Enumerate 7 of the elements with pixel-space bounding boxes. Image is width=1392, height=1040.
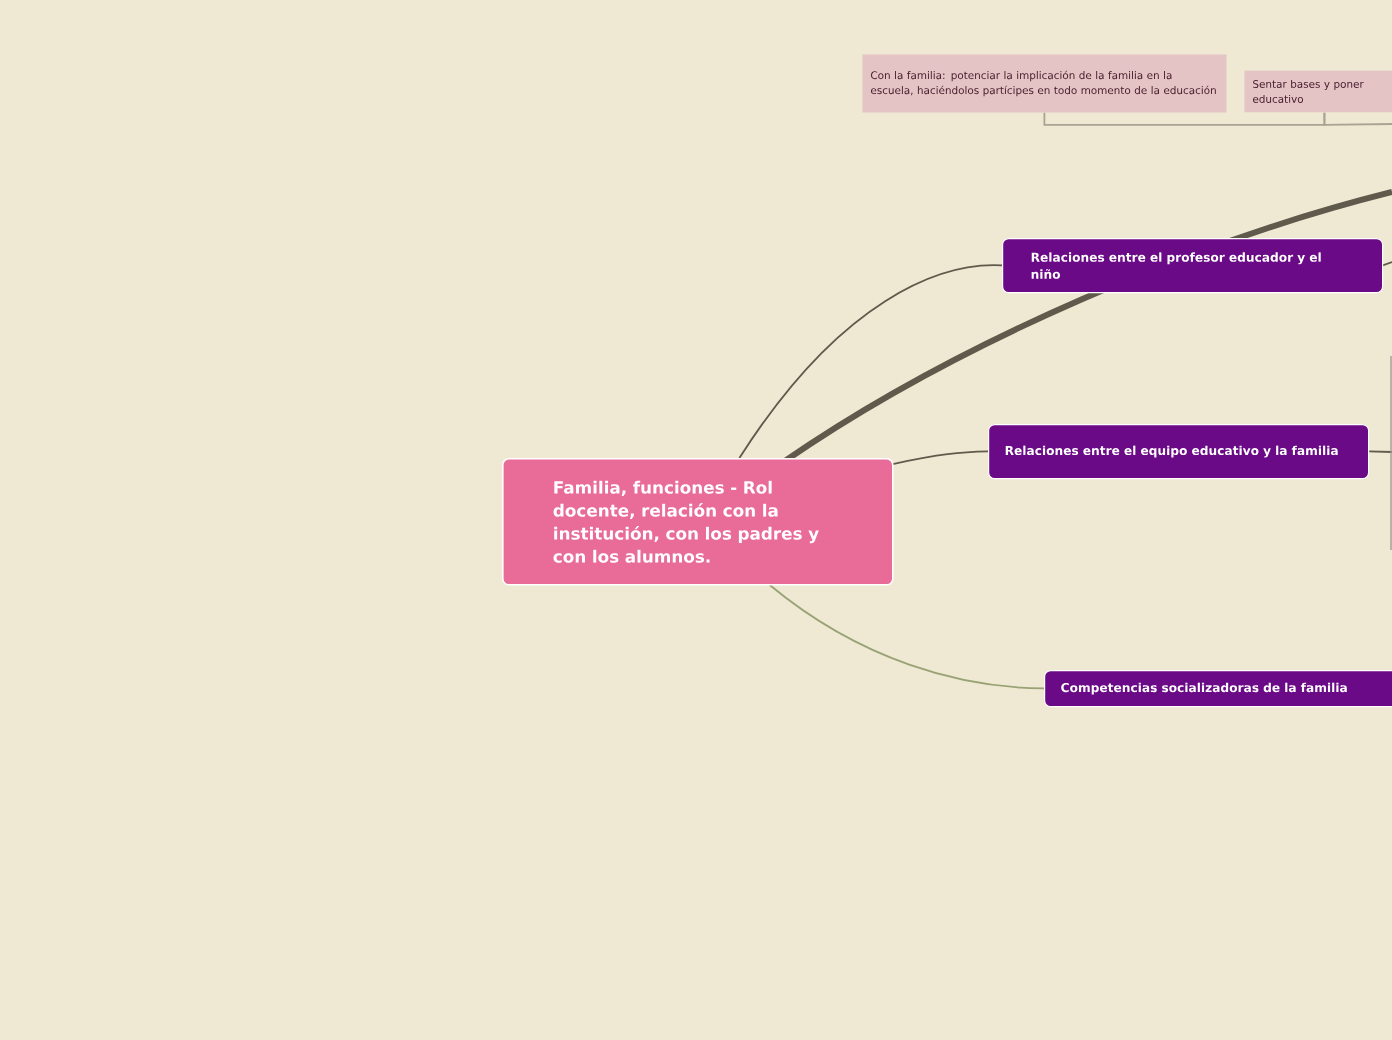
connector <box>738 264 1003 459</box>
connector <box>1323 111 1392 126</box>
connector <box>768 583 1045 690</box>
central-topic-box: Familia, funciones - Rol docente, relación con la institución, con los padres y con los alumnos. <box>502 458 894 586</box>
connector <box>891 450 989 465</box>
connector <box>1381 261 1392 267</box>
connector <box>1043 111 1326 126</box>
